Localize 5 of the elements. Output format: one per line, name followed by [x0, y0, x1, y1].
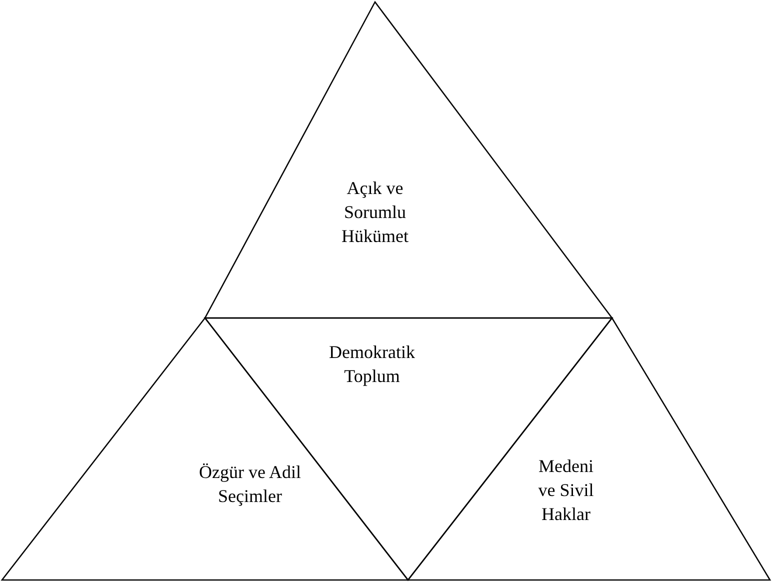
triangle-label: Medeni ve Sivil Haklar: [537, 455, 595, 526]
triangle-label: Açık ve Sorumlu Hükümet: [340, 177, 410, 248]
triangle: [205, 2, 612, 318]
triangle-label: Özgür ve Adil Seçimler: [198, 461, 302, 508]
triangle-label: Demokratik Toplum: [328, 341, 416, 388]
